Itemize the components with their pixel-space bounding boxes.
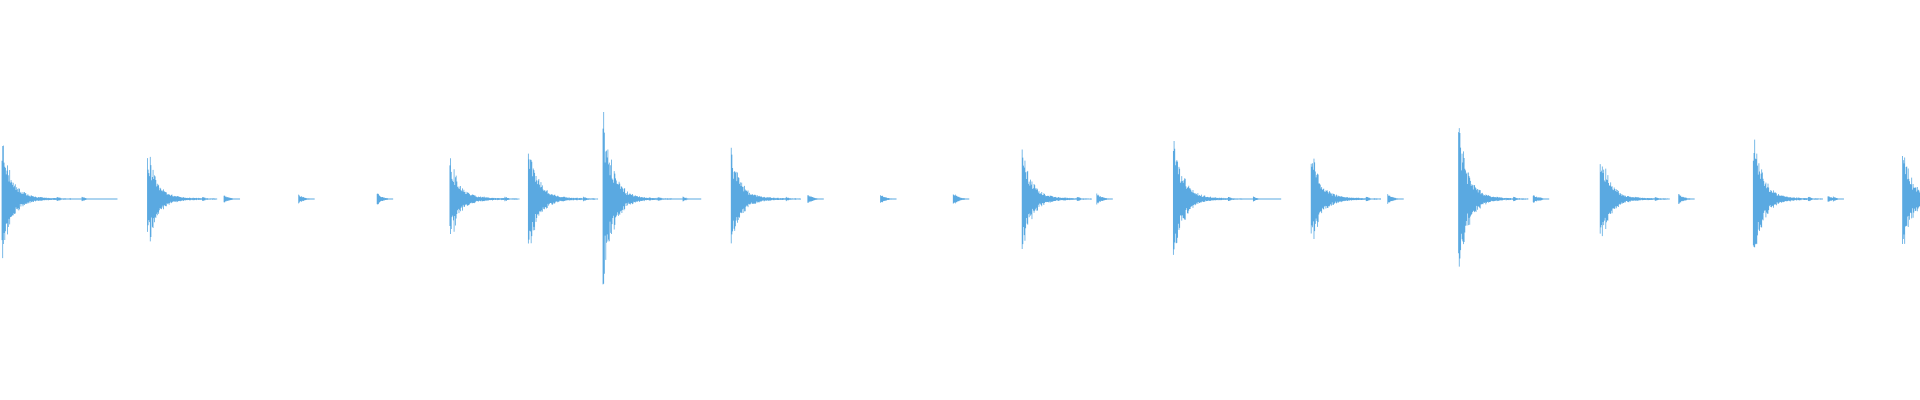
waveform-tick [223,195,239,203]
waveform-samples [527,153,615,244]
waveform-transient [1,145,88,259]
waveform-transient [449,158,536,235]
waveform-samples [1458,128,1545,267]
waveform-samples [223,195,239,203]
waveform-samples [1387,194,1403,204]
waveform-samples [730,147,818,244]
waveform-hits-layer [1,112,1920,285]
waveform-tick [952,194,968,204]
waveform-samples [298,194,314,204]
waveform-tick [880,195,895,203]
waveform-transient [527,153,615,244]
waveform-samples [880,195,895,203]
waveform-transient [602,112,689,285]
waveform-samples [1752,139,1840,248]
waveform-samples [952,194,968,204]
waveform-samples [147,156,234,242]
waveform-samples [1,145,88,259]
waveform-samples [1310,158,1398,240]
waveform-transient [730,147,818,244]
waveform-samples [376,193,392,205]
waveform-samples [1096,193,1112,205]
waveform-transient [1021,149,1109,249]
waveform-samples [1532,194,1548,204]
waveform-samples [449,158,536,235]
waveform-transient [1310,158,1398,240]
waveform-transient [1599,164,1687,237]
waveform-transient [1458,128,1545,267]
waveform-transient [1752,139,1840,248]
waveform-tick [1827,196,1843,202]
waveform-tick [1678,194,1694,204]
waveform-samples [1902,155,1920,245]
waveform-tick [1096,193,1112,205]
waveform-transient [1172,140,1260,255]
waveform-samples [1599,164,1687,237]
waveform-samples [1021,149,1109,249]
waveform-transient [1902,155,1920,245]
waveform-samples [1678,194,1694,204]
waveform-transient [147,156,234,242]
waveform-tick [376,193,392,205]
waveform-samples [807,195,823,203]
waveform-tick [1532,194,1548,204]
waveform-tick [298,194,314,204]
waveform-samples [1827,196,1843,202]
waveform-samples [1172,140,1260,255]
waveform-samples [602,112,689,285]
waveform-tick [1387,194,1403,204]
waveform-tick [807,195,823,203]
